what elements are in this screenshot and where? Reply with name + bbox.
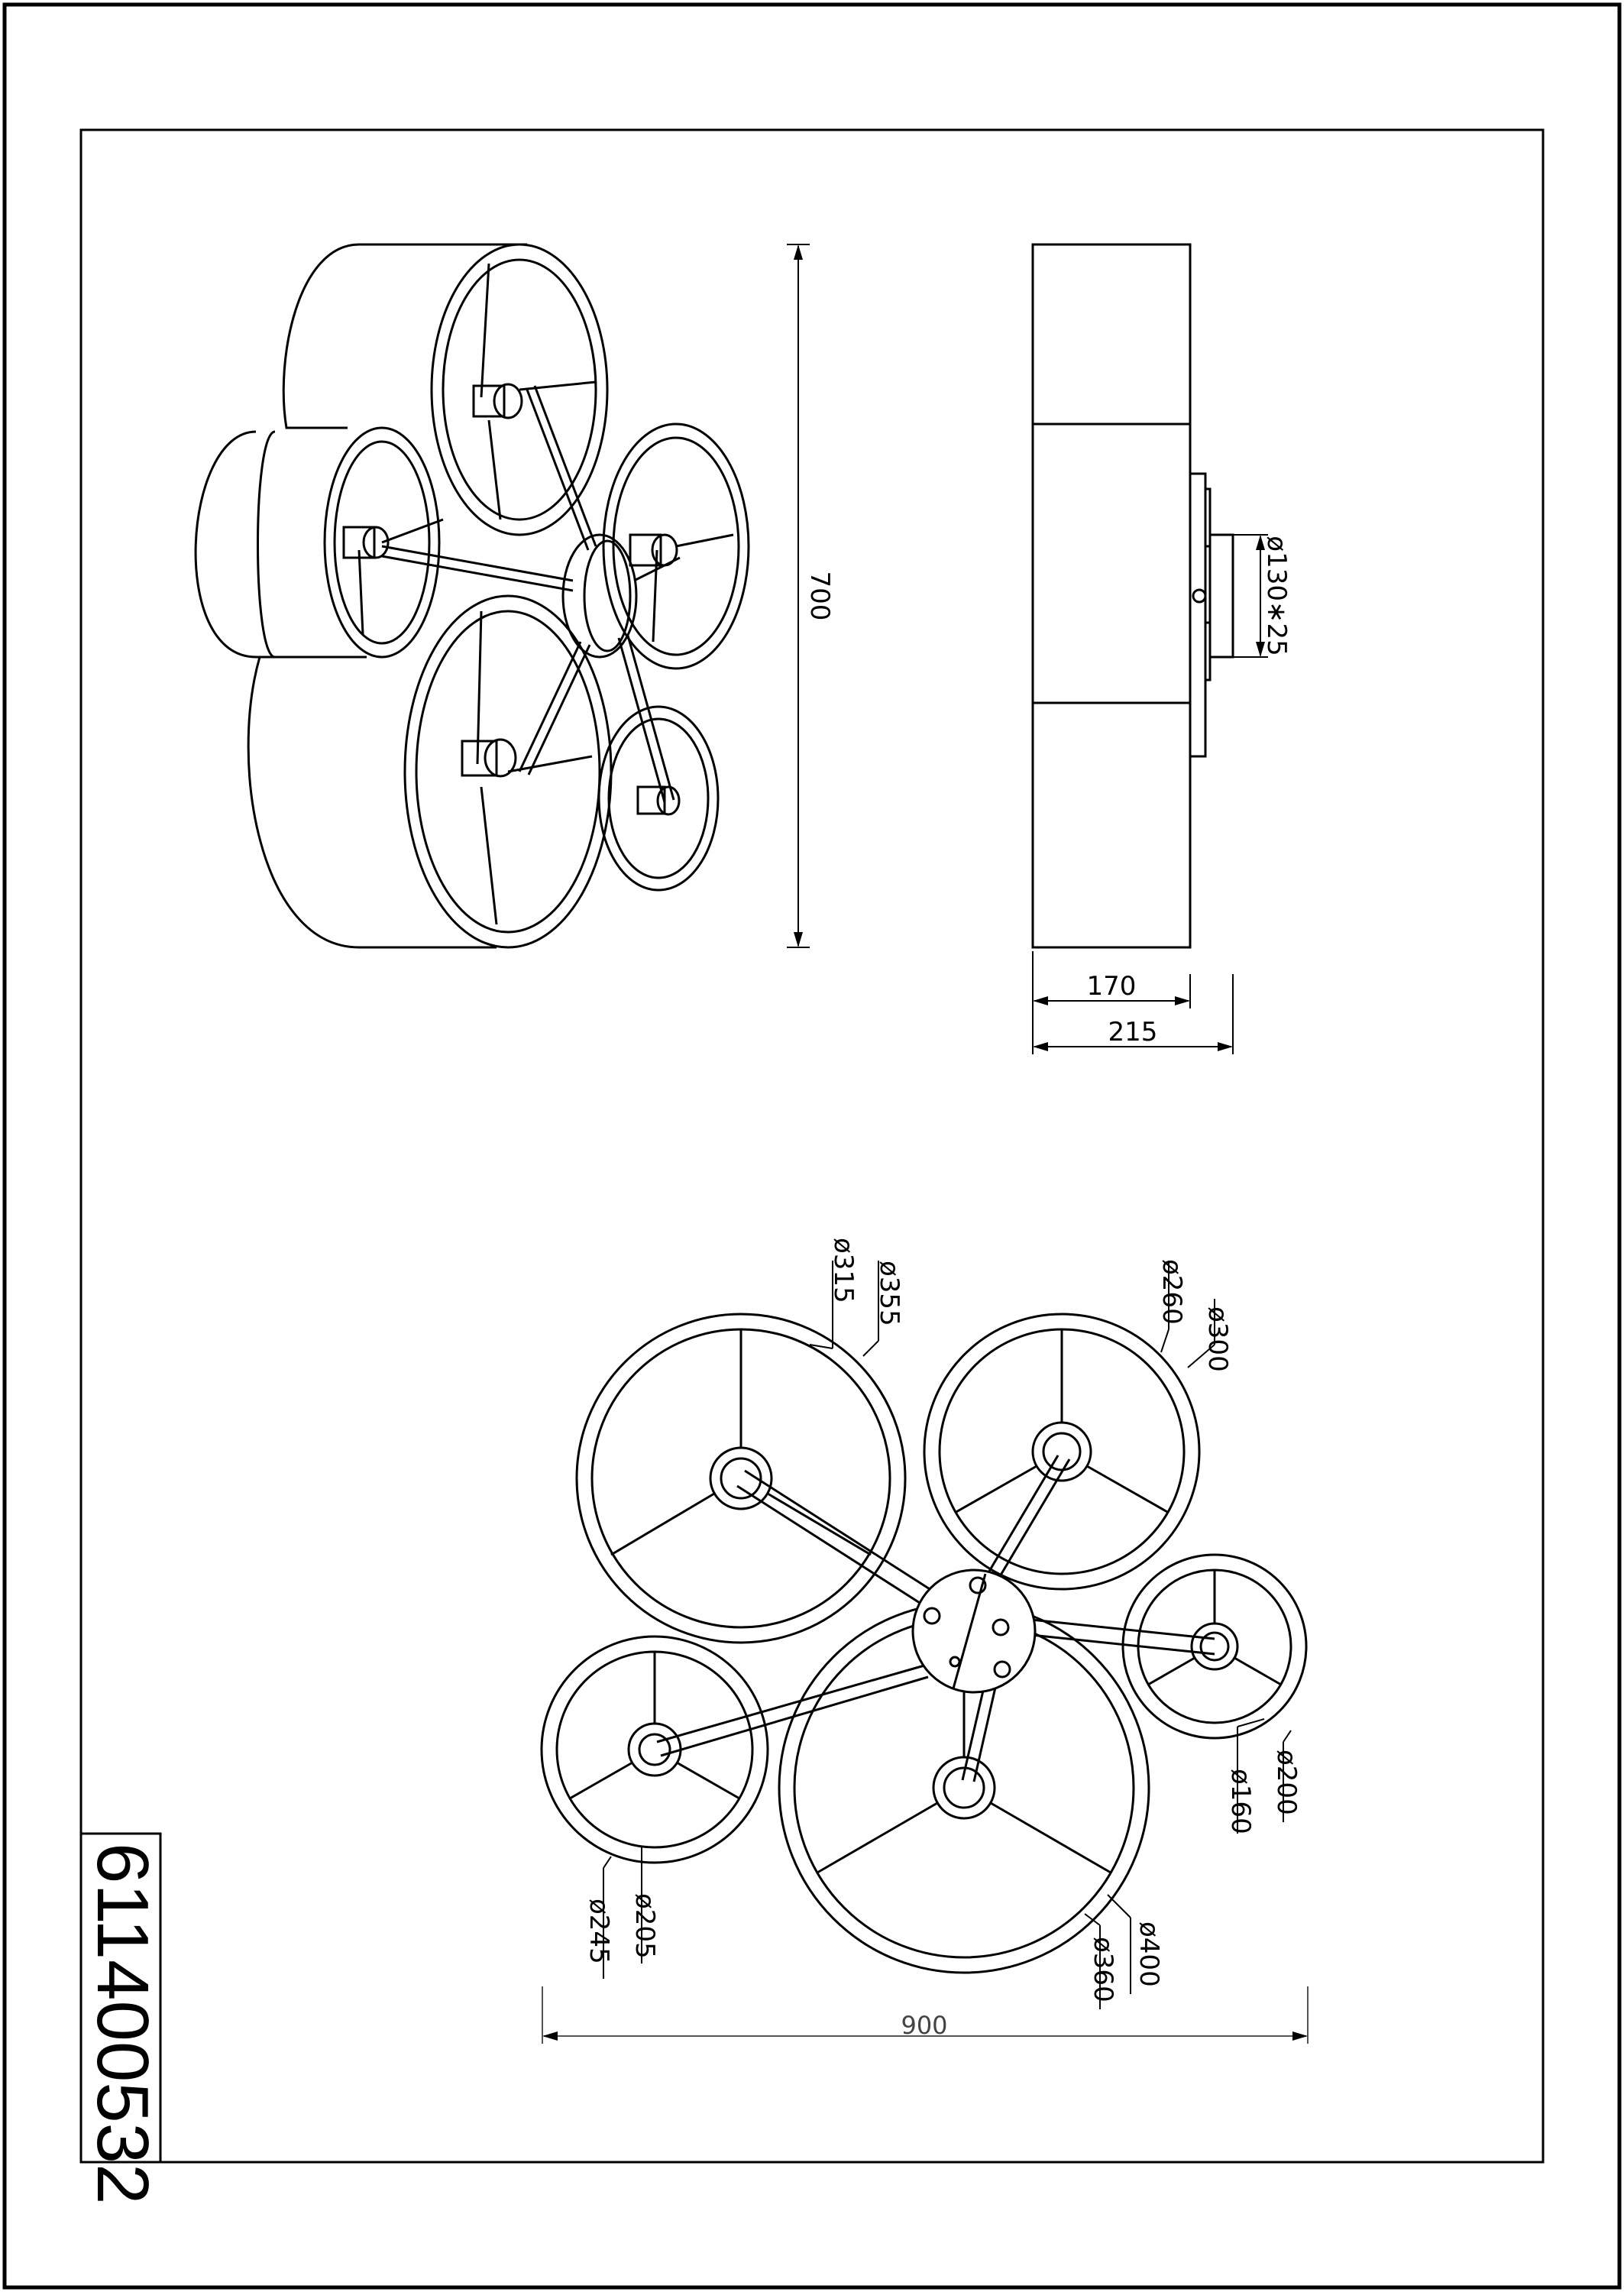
diameter-outer-lower-left: ø245	[584, 1899, 614, 1964]
diameter-outer-upper-right: ø300	[1202, 1306, 1233, 1372]
base-label: ø130∗25	[1261, 536, 1292, 656]
drawing-frame	[79, 128, 1545, 2164]
width-dimension	[542, 1986, 1309, 2044]
diameter-inner-upper-left: ø315	[828, 1238, 859, 1303]
base-dimension	[1231, 534, 1268, 658]
diameter-inner-lower-center: ø360	[1088, 1937, 1118, 2002]
shade-lower-left	[540, 1635, 769, 1864]
plan-view	[540, 1313, 1308, 1974]
width-label: 900	[901, 2011, 947, 2040]
shade-upper-left	[575, 1313, 907, 1644]
diameter-outer-lower-center: ø400	[1134, 1921, 1164, 1987]
diameter-outer-small-right: ø200	[1271, 1750, 1302, 1815]
part-number: 611400532	[82, 1843, 163, 2204]
depth-outer-label: 215	[1108, 1017, 1158, 1047]
diameter-leaders	[603, 1261, 1292, 2009]
diameter-inner-upper-right: ø260	[1157, 1259, 1187, 1325]
front-view	[1031, 243, 1234, 949]
diameter-inner-small-right: ø160	[1225, 1769, 1256, 1834]
part-number-box: 611400532	[79, 1832, 163, 2204]
depth-dimensions	[1032, 951, 1234, 1054]
side-view	[194, 243, 750, 949]
socket-icon	[342, 383, 681, 816]
height-label: 700	[804, 571, 835, 621]
shade-upper-right	[923, 1313, 1201, 1591]
ceiling-hub	[911, 1568, 1037, 1694]
height-dimension	[787, 244, 810, 948]
diameter-outer-upper-left: ø355	[874, 1261, 904, 1326]
shade-small-right	[1121, 1553, 1308, 1740]
diameter-inner-lower-left: ø205	[629, 1893, 660, 1959]
depth-inner-label: 170	[1087, 971, 1137, 1002]
